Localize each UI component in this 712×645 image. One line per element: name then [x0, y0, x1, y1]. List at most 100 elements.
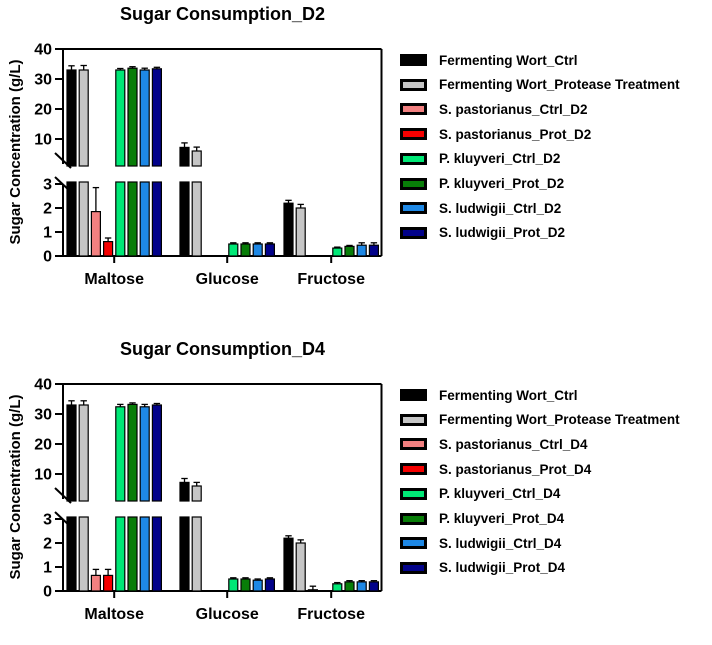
- bar-upper-s0-c1: [179, 481, 190, 502]
- bar-lower-s5-c0: [127, 516, 138, 592]
- bar-lower-s0-c1: [179, 181, 190, 257]
- legend-item: Fermenting Wort_Ctrl: [400, 386, 578, 404]
- bar-lower-s5-c0: [127, 181, 138, 257]
- legend-label: Fermenting Wort_Protease Treatment: [439, 77, 680, 93]
- y-tick-label: 2: [43, 536, 52, 553]
- y-tick-label: 0: [43, 249, 52, 266]
- bar-lower-s7-c0: [151, 516, 162, 592]
- bar-s5-c2: [344, 581, 355, 592]
- y-tick-label: 1: [43, 225, 52, 242]
- legend-item: S. pastorianus_Ctrl_D4: [400, 435, 588, 453]
- bar-lower-s4-c0: [115, 181, 126, 257]
- legend-item: S. ludwigii_Ctrl_D4: [400, 534, 561, 552]
- bar-upper-s0-c1: [179, 146, 190, 167]
- bar-s7-c2: [368, 581, 379, 592]
- legend-label: S. pastorianus_Ctrl_D2: [439, 101, 588, 117]
- bar-s6-c2: [356, 581, 367, 592]
- bar-s5-c1: [240, 243, 251, 257]
- legend-label: S. pastorianus_Prot_D2: [439, 126, 592, 142]
- bar-upper-s1-c1: [191, 485, 202, 502]
- legend-item: S. pastorianus_Prot_D2: [400, 125, 591, 143]
- legend-swatch: [400, 413, 427, 426]
- y-tick-label: 10: [34, 467, 52, 484]
- chart-sugar-consumption-d2: Sugar Consumption_D2 Sugar Concentration…: [0, 0, 712, 310]
- bar-s3-c0: [102, 574, 114, 592]
- bar-s1-c2: [295, 207, 306, 257]
- legend-label: S. ludwigii_Prot_D2: [439, 225, 566, 241]
- bar-s6-c1: [252, 243, 263, 257]
- legend-swatch: [400, 152, 427, 165]
- bar-lower-s0-c0: [66, 516, 77, 592]
- bar-upper-s1-c1: [191, 150, 202, 167]
- x-axis-category-label: Fructose: [297, 606, 365, 623]
- legend-item: P. kluyveri_Ctrl_D4: [400, 485, 560, 503]
- bar-s7-c1: [264, 578, 275, 592]
- legend-swatch: [400, 103, 427, 116]
- legend-label: S. ludwigii_Ctrl_D4: [439, 535, 562, 551]
- bar-upper-s1-c0: [78, 404, 89, 502]
- bar-s1-c2: [295, 542, 306, 592]
- bar-lower-s1-c1: [191, 516, 202, 592]
- bar-lower-s1-c1: [191, 181, 202, 257]
- bar-upper-s1-c0: [78, 69, 89, 167]
- legend-item: Fermenting Wort_Protease Treatment: [400, 411, 680, 429]
- chart-title: Sugar Consumption_D2: [119, 4, 325, 24]
- bar-lower-s0-c1: [179, 516, 190, 592]
- x-axis-category-label: Maltose: [84, 271, 144, 288]
- bar-s3-c0: [102, 241, 114, 257]
- y-tick-label: 20: [34, 437, 52, 454]
- legend-swatch: [400, 226, 427, 239]
- legend-item: P. kluyveri_Ctrl_D2: [400, 150, 560, 168]
- y-tick-label: 0: [43, 584, 52, 601]
- bar-s0-c2: [283, 537, 294, 592]
- legend-swatch: [400, 537, 427, 550]
- bar-upper-s5-c0: [127, 403, 138, 502]
- legend-swatch: [400, 54, 427, 66]
- y-tick-label: 30: [34, 72, 52, 89]
- legend-item: P. kluyveri_Prot_D4: [400, 510, 564, 528]
- x-axis-category-label: Maltose: [84, 606, 144, 623]
- legend-swatch: [400, 561, 427, 574]
- bar-s7-c2: [368, 244, 379, 257]
- legend-swatch: [400, 177, 427, 190]
- legend-item: Fermenting Wort_Ctrl: [400, 51, 578, 69]
- bar-upper-s5-c0: [127, 67, 138, 167]
- bar-upper-s0-c0: [66, 69, 77, 167]
- chart-sugar-consumption-d4: Sugar Consumption_D4 Sugar Concentration…: [0, 335, 712, 645]
- bar-lower-s7-c0: [151, 181, 162, 257]
- legend-swatch: [400, 128, 427, 141]
- y-tick-label: 3: [43, 512, 52, 529]
- y-tick-label: 2: [43, 201, 52, 218]
- y-tick-label: 10: [34, 132, 52, 149]
- bar-s5-c1: [240, 578, 251, 592]
- legend-swatch: [400, 78, 427, 91]
- chart-title: Sugar Consumption_D4: [119, 339, 325, 359]
- bar-s7-c1: [264, 243, 275, 257]
- legend-item: P. kluyveri_Prot_D2: [400, 175, 564, 193]
- bar-upper-s0-c0: [66, 404, 77, 502]
- y-tick-label: 20: [34, 102, 52, 119]
- x-axis-category-label: Glucose: [196, 606, 259, 623]
- legend-label: S. ludwigii_Ctrl_D2: [439, 200, 562, 216]
- bar-lower-s1-c0: [78, 516, 89, 592]
- x-axis-category-label: Glucose: [196, 271, 259, 288]
- bar-s5-c2: [344, 245, 355, 257]
- bar-s2-c0: [90, 211, 102, 257]
- legend-label: P. kluyveri_Ctrl_D4: [439, 486, 561, 502]
- bar-upper-s4-c0: [115, 406, 126, 502]
- y-tick-label: 30: [34, 407, 52, 424]
- bar-upper-s7-c0: [151, 68, 162, 167]
- bar-s2-c0: [90, 574, 102, 592]
- legend-swatch: [400, 202, 427, 215]
- legend-swatch: [400, 463, 427, 476]
- bar-upper-s6-c0: [139, 69, 150, 167]
- legend-label: P. kluyveri_Prot_D4: [439, 511, 565, 526]
- legend-label: Fermenting Wort_Protease Treatment: [439, 412, 680, 428]
- y-tick-label: 1: [43, 560, 52, 577]
- bar-s4-c2: [332, 247, 343, 257]
- legend-item: S. pastorianus_Prot_D4: [400, 460, 591, 478]
